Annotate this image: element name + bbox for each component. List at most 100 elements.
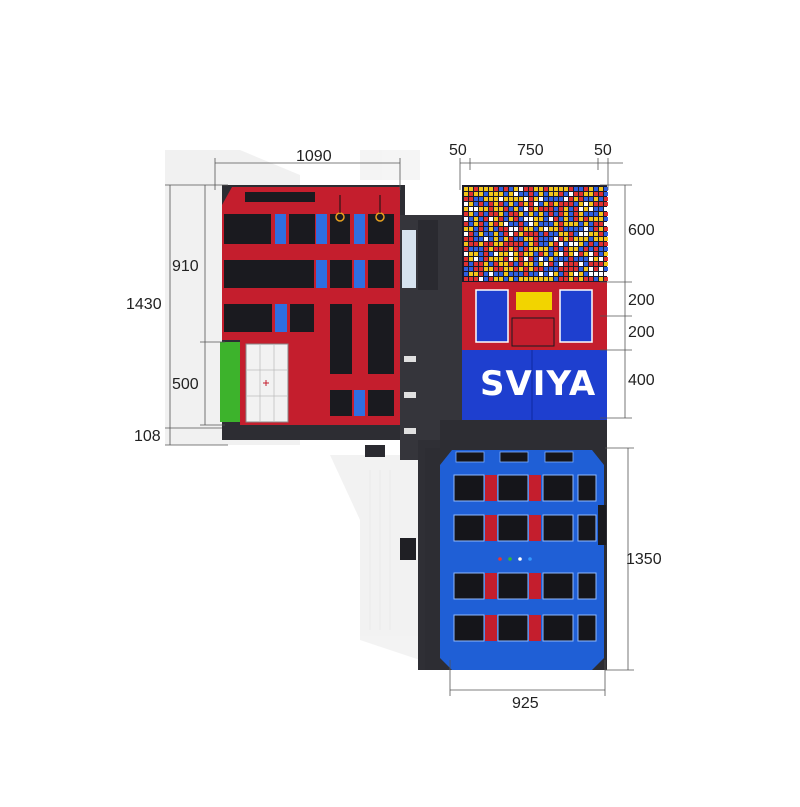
foam-cube bbox=[474, 272, 478, 276]
foam-cube bbox=[494, 222, 498, 226]
foam-cube bbox=[534, 232, 538, 236]
foam-cube bbox=[554, 232, 558, 236]
foam-cube bbox=[484, 192, 488, 196]
foam-cube bbox=[584, 242, 588, 246]
foam-cube bbox=[539, 272, 543, 276]
foam-cube bbox=[499, 262, 503, 266]
foam-cube bbox=[574, 207, 578, 211]
foam-cube bbox=[604, 232, 608, 236]
foam-cube bbox=[484, 267, 488, 271]
foam-cube bbox=[569, 192, 573, 196]
foam-cube bbox=[554, 247, 558, 251]
trampoline-pad bbox=[453, 514, 485, 542]
foam-cube bbox=[479, 277, 483, 281]
red-divider-pad bbox=[529, 615, 541, 641]
foam-cube bbox=[494, 227, 498, 231]
foam-cube bbox=[479, 227, 483, 231]
foam-cube bbox=[514, 227, 518, 231]
trampoline-pad bbox=[542, 514, 574, 542]
foam-cube bbox=[474, 277, 478, 281]
foam-cube bbox=[534, 187, 538, 191]
foam-cube bbox=[539, 267, 543, 271]
foam-cube bbox=[519, 187, 523, 191]
arena-top-pad bbox=[544, 451, 574, 463]
foam-cube bbox=[474, 207, 478, 211]
foam-cube bbox=[549, 242, 553, 246]
foam-cube bbox=[544, 192, 548, 196]
foam-cube bbox=[559, 197, 563, 201]
foam-cube bbox=[469, 237, 473, 241]
foam-cube bbox=[544, 277, 548, 281]
foam-cube bbox=[544, 232, 548, 236]
foam-cube bbox=[499, 237, 503, 241]
foam-cube bbox=[494, 257, 498, 261]
foam-cube bbox=[469, 217, 473, 221]
foam-cube bbox=[524, 217, 528, 221]
foam-cube bbox=[494, 207, 498, 211]
foam-cube bbox=[579, 252, 583, 256]
foam-cube bbox=[554, 267, 558, 271]
foam-cube bbox=[584, 277, 588, 281]
trampoline-pad bbox=[453, 572, 485, 600]
foam-cube bbox=[569, 237, 573, 241]
foam-cube bbox=[479, 187, 483, 191]
trampoline-pad bbox=[542, 614, 574, 642]
foam-cube bbox=[554, 222, 558, 226]
red-divider-pad bbox=[485, 515, 497, 541]
foam-cube bbox=[594, 272, 598, 276]
foam-cube bbox=[509, 197, 513, 201]
foam-cube bbox=[534, 222, 538, 226]
foam-cube bbox=[559, 222, 563, 226]
foam-cube bbox=[559, 202, 563, 206]
foam-cube bbox=[519, 207, 523, 211]
foam-cube bbox=[519, 227, 523, 231]
foam-cube bbox=[539, 262, 543, 266]
foam-cube bbox=[514, 252, 518, 256]
foam-cube bbox=[494, 202, 498, 206]
foam-cube bbox=[499, 272, 503, 276]
foam-cube bbox=[504, 197, 508, 201]
foam-cube bbox=[504, 257, 508, 261]
foam-cube bbox=[479, 237, 483, 241]
foam-cube bbox=[469, 267, 473, 271]
foam-cube bbox=[494, 187, 498, 191]
foam-cube bbox=[564, 212, 568, 216]
foam-cube bbox=[594, 247, 598, 251]
foam-cube bbox=[579, 217, 583, 221]
foam-cube bbox=[484, 277, 488, 281]
foam-cube bbox=[524, 277, 528, 281]
foam-cube bbox=[574, 237, 578, 241]
foam-cube bbox=[579, 247, 583, 251]
foam-cube bbox=[574, 197, 578, 201]
foam-cube bbox=[589, 207, 593, 211]
foam-cube bbox=[529, 207, 533, 211]
foam-cube bbox=[569, 242, 573, 246]
foam-cube bbox=[569, 252, 573, 256]
foam-cube bbox=[509, 242, 513, 246]
foam-cube bbox=[509, 227, 513, 231]
foam-cube bbox=[509, 247, 513, 251]
foam-cube bbox=[559, 277, 563, 281]
foam-cube bbox=[544, 212, 548, 216]
foam-cube bbox=[514, 277, 518, 281]
foam-cube bbox=[574, 212, 578, 216]
foam-cube bbox=[564, 277, 568, 281]
foam-cube bbox=[584, 272, 588, 276]
red-divider-pad bbox=[529, 573, 541, 599]
foam-cube bbox=[489, 187, 493, 191]
foam-cube bbox=[569, 257, 573, 261]
foam-cube bbox=[474, 262, 478, 266]
foam-cube bbox=[589, 222, 593, 226]
dim-left-middle-height: 500 bbox=[172, 376, 199, 393]
foam-cube bbox=[554, 212, 558, 216]
foam-cube bbox=[534, 237, 538, 241]
foam-cube bbox=[584, 187, 588, 191]
foam-cube bbox=[519, 272, 523, 276]
foam-cube bbox=[594, 212, 598, 216]
foam-cube bbox=[544, 217, 548, 221]
foam-cube bbox=[489, 252, 493, 256]
foam-cube bbox=[469, 252, 473, 256]
foam-cube bbox=[474, 192, 478, 196]
foam-cube bbox=[559, 242, 563, 246]
foam-cube bbox=[584, 237, 588, 241]
